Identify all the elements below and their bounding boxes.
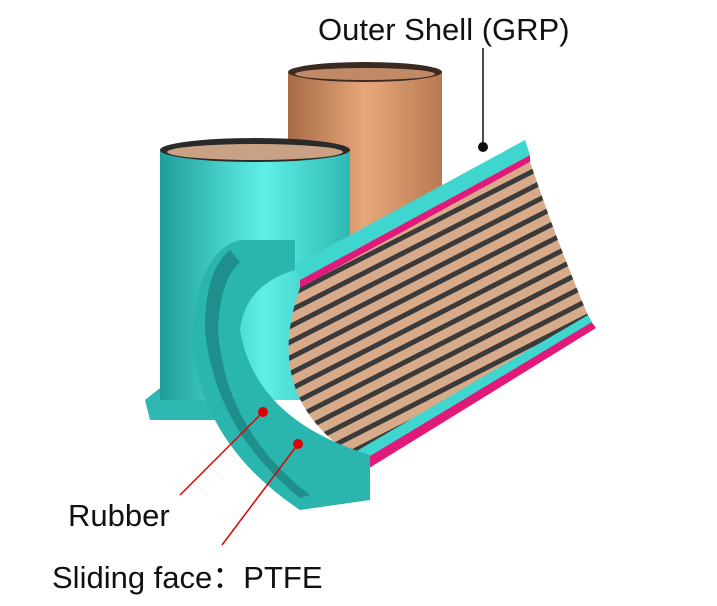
- outer-shell-marker: [478, 142, 488, 152]
- outer-shell-label: Outer Shell (GRP): [318, 12, 570, 47]
- vertical-pipe: [145, 138, 350, 420]
- rubber-leader: [179, 411, 264, 496]
- rubber-label: Rubber: [68, 498, 170, 533]
- sliding-face-leader: [221, 443, 299, 546]
- rubber-marker: [258, 407, 268, 417]
- sliding-face-label: Sliding face：PTFE: [52, 560, 323, 595]
- sliding-face-marker: [293, 439, 303, 449]
- bearing-half-shell: [192, 140, 596, 510]
